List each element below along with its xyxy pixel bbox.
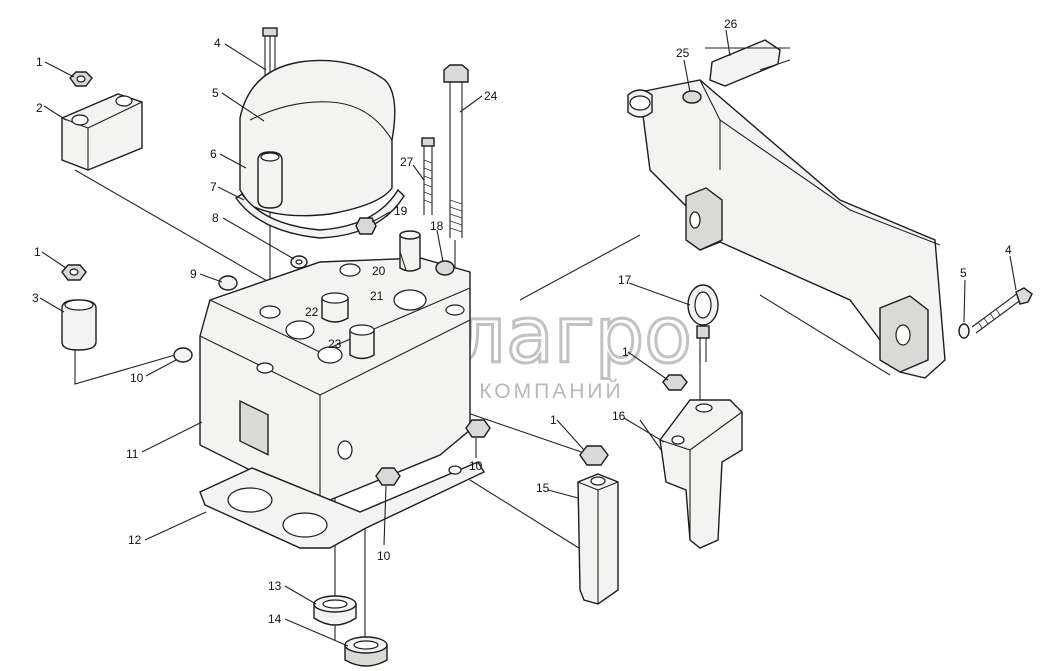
callout-label: 9 — [190, 267, 197, 281]
callout-label: 11 — [126, 447, 139, 461]
callout-label: 15 — [536, 481, 550, 495]
sleeve-part-3 — [61, 299, 97, 351]
callout-label: 19 — [394, 204, 408, 218]
washer-part-8 — [290, 255, 308, 269]
washer-part-5-right — [958, 323, 970, 339]
valve-cover-part-6 — [239, 59, 396, 217]
ring-part-14 — [344, 636, 388, 667]
nut-part-10-right — [465, 419, 491, 438]
spacer-block-part-2 — [61, 93, 143, 171]
seal-part-9 — [218, 275, 238, 291]
callout-label: 8 — [212, 211, 219, 225]
callout-label: 21 — [370, 289, 384, 303]
leader-lines — [39, 29, 1017, 647]
callout-label: 1 — [550, 413, 557, 427]
nut-part-1-top — [69, 71, 93, 87]
callout-label: 24 — [484, 89, 498, 103]
callout-label: 14 — [268, 612, 282, 626]
callout-label: 1 — [34, 245, 41, 259]
callout-label: 13 — [268, 579, 282, 593]
bolt-part-24 — [443, 64, 469, 238]
callout-label: 4 — [214, 36, 221, 50]
head-gasket-part-12 — [199, 461, 485, 549]
callout-label: 6 — [210, 147, 217, 161]
callout-label: 17 — [618, 273, 632, 287]
callout-label: 3 — [32, 291, 39, 305]
rocker-post-part-15 — [577, 473, 619, 605]
callout-label: 23 — [328, 337, 342, 351]
ring-part-13 — [313, 595, 357, 626]
callout-label: 10 — [469, 459, 483, 473]
nut-part-10-lower — [375, 467, 401, 486]
plug-part-25 — [682, 90, 702, 104]
callout-label: 2 — [36, 101, 43, 115]
nut-part-18 — [435, 260, 455, 276]
callout-label: 26 — [724, 17, 738, 31]
callout-label: 1 — [622, 345, 629, 359]
eyebolt-part-17 — [687, 284, 719, 362]
callout-label: 16 — [612, 409, 626, 423]
nut-part-1-lower — [61, 264, 87, 281]
stud-part-27 — [421, 137, 435, 215]
callout-label: 25 — [676, 46, 690, 60]
fitting-part-26 — [705, 39, 791, 87]
callout-label: 5 — [960, 266, 967, 280]
cylinder-head-part-11 — [199, 230, 471, 506]
callout-label: 10 — [377, 549, 391, 563]
callout-label: 18 — [430, 219, 444, 233]
callout-label: 10 — [130, 371, 144, 385]
nut-part-1-right-lower — [579, 445, 609, 466]
callout-label: 27 — [400, 155, 414, 169]
callout-label: 1 — [36, 55, 43, 69]
callout-numbers: 1 2 1 3 4 5 6 7 8 9 10 11 12 13 14 10 10… — [32, 17, 1012, 626]
rocker-bracket-part-16 — [659, 399, 743, 549]
nut-part-19 — [355, 217, 377, 235]
callout-label: 4 — [1005, 243, 1012, 257]
exhaust-manifold — [627, 79, 946, 379]
bolt-part-4-right — [971, 287, 1033, 334]
seal-part-10-left — [173, 347, 193, 363]
callout-label: 7 — [210, 180, 217, 194]
callout-label: 5 — [212, 86, 219, 100]
nut-part-1-right-top — [662, 374, 688, 391]
callout-label: 20 — [372, 264, 386, 278]
callout-label: 12 — [128, 533, 142, 547]
callout-label: 22 — [305, 305, 319, 319]
